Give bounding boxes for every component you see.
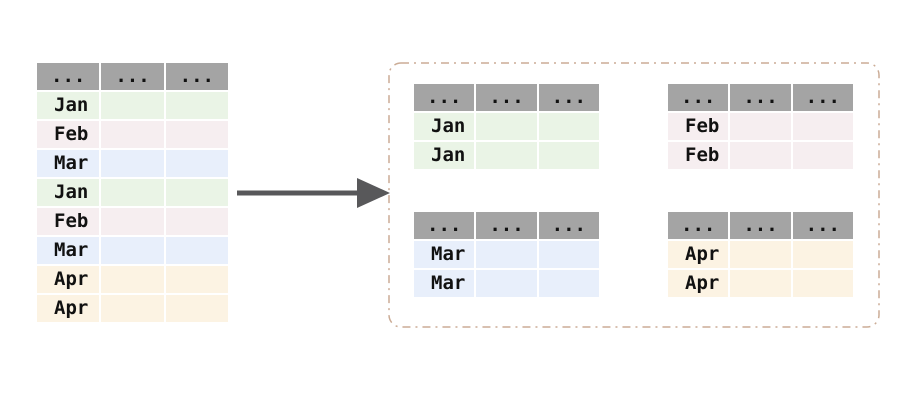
empty-cell	[165, 208, 228, 235]
row-label-cell: Mar	[37, 237, 100, 264]
row-label-cell: Feb	[668, 142, 729, 169]
row-label-cell: Mar	[414, 241, 475, 268]
column-header-cell: ...	[538, 84, 599, 111]
column-header-cell: ...	[730, 84, 791, 111]
column-header-cell: ...	[668, 212, 729, 239]
empty-cell	[101, 92, 164, 119]
column-header-cell: ...	[792, 212, 853, 239]
empty-cell	[165, 179, 228, 206]
column-header-cell: ...	[476, 84, 537, 111]
row-label-cell: Feb	[37, 208, 100, 235]
row-label-cell: Mar	[414, 270, 475, 297]
row-label-cell: Jan	[414, 142, 475, 169]
empty-cell	[476, 241, 537, 268]
column-header-cell: ...	[414, 212, 475, 239]
arrow-shaft	[237, 190, 359, 196]
empty-cell	[101, 208, 164, 235]
empty-cell	[792, 142, 853, 169]
empty-cell	[165, 237, 228, 264]
arrow-right-icon	[237, 178, 390, 208]
empty-cell	[165, 121, 228, 148]
row-label-cell: Mar	[37, 150, 100, 177]
row-label-cell: Jan	[37, 92, 100, 119]
empty-cell	[730, 241, 791, 268]
column-header-cell: ...	[792, 84, 853, 111]
empty-cell	[101, 150, 164, 177]
row-label-cell: Apr	[668, 270, 729, 297]
empty-cell	[730, 270, 791, 297]
row-label-cell: Jan	[414, 113, 475, 140]
empty-cell	[101, 266, 164, 293]
row-label-cell: Feb	[37, 121, 100, 148]
dashed-border	[388, 62, 880, 328]
column-header-cell: ...	[668, 84, 729, 111]
empty-cell	[538, 142, 599, 169]
column-header-cell: ...	[165, 63, 228, 90]
row-label-cell: Feb	[668, 113, 729, 140]
row-label-cell: Jan	[37, 179, 100, 206]
column-header-cell: ...	[101, 63, 164, 90]
empty-cell	[101, 121, 164, 148]
column-header-cell: ...	[476, 212, 537, 239]
empty-cell	[165, 150, 228, 177]
empty-cell	[165, 92, 228, 119]
panel-border-rect	[388, 62, 880, 328]
empty-cell	[101, 295, 164, 322]
empty-cell	[101, 237, 164, 264]
empty-cell	[165, 295, 228, 322]
row-label-cell: Apr	[668, 241, 729, 268]
column-header-cell: ...	[538, 212, 599, 239]
empty-cell	[538, 241, 599, 268]
empty-cell	[165, 266, 228, 293]
column-header-cell: ...	[37, 63, 100, 90]
row-label-cell: Apr	[37, 266, 100, 293]
empty-cell	[101, 179, 164, 206]
column-header-cell: ...	[730, 212, 791, 239]
empty-cell	[730, 142, 791, 169]
empty-cell	[730, 113, 791, 140]
row-label-cell: Apr	[37, 295, 100, 322]
empty-cell	[792, 241, 853, 268]
empty-cell	[476, 142, 537, 169]
column-header-cell: ...	[414, 84, 475, 111]
empty-cell	[538, 270, 599, 297]
empty-cell	[792, 270, 853, 297]
empty-cell	[476, 270, 537, 297]
empty-cell	[538, 113, 599, 140]
arrow-head	[357, 178, 390, 208]
empty-cell	[476, 113, 537, 140]
empty-cell	[792, 113, 853, 140]
